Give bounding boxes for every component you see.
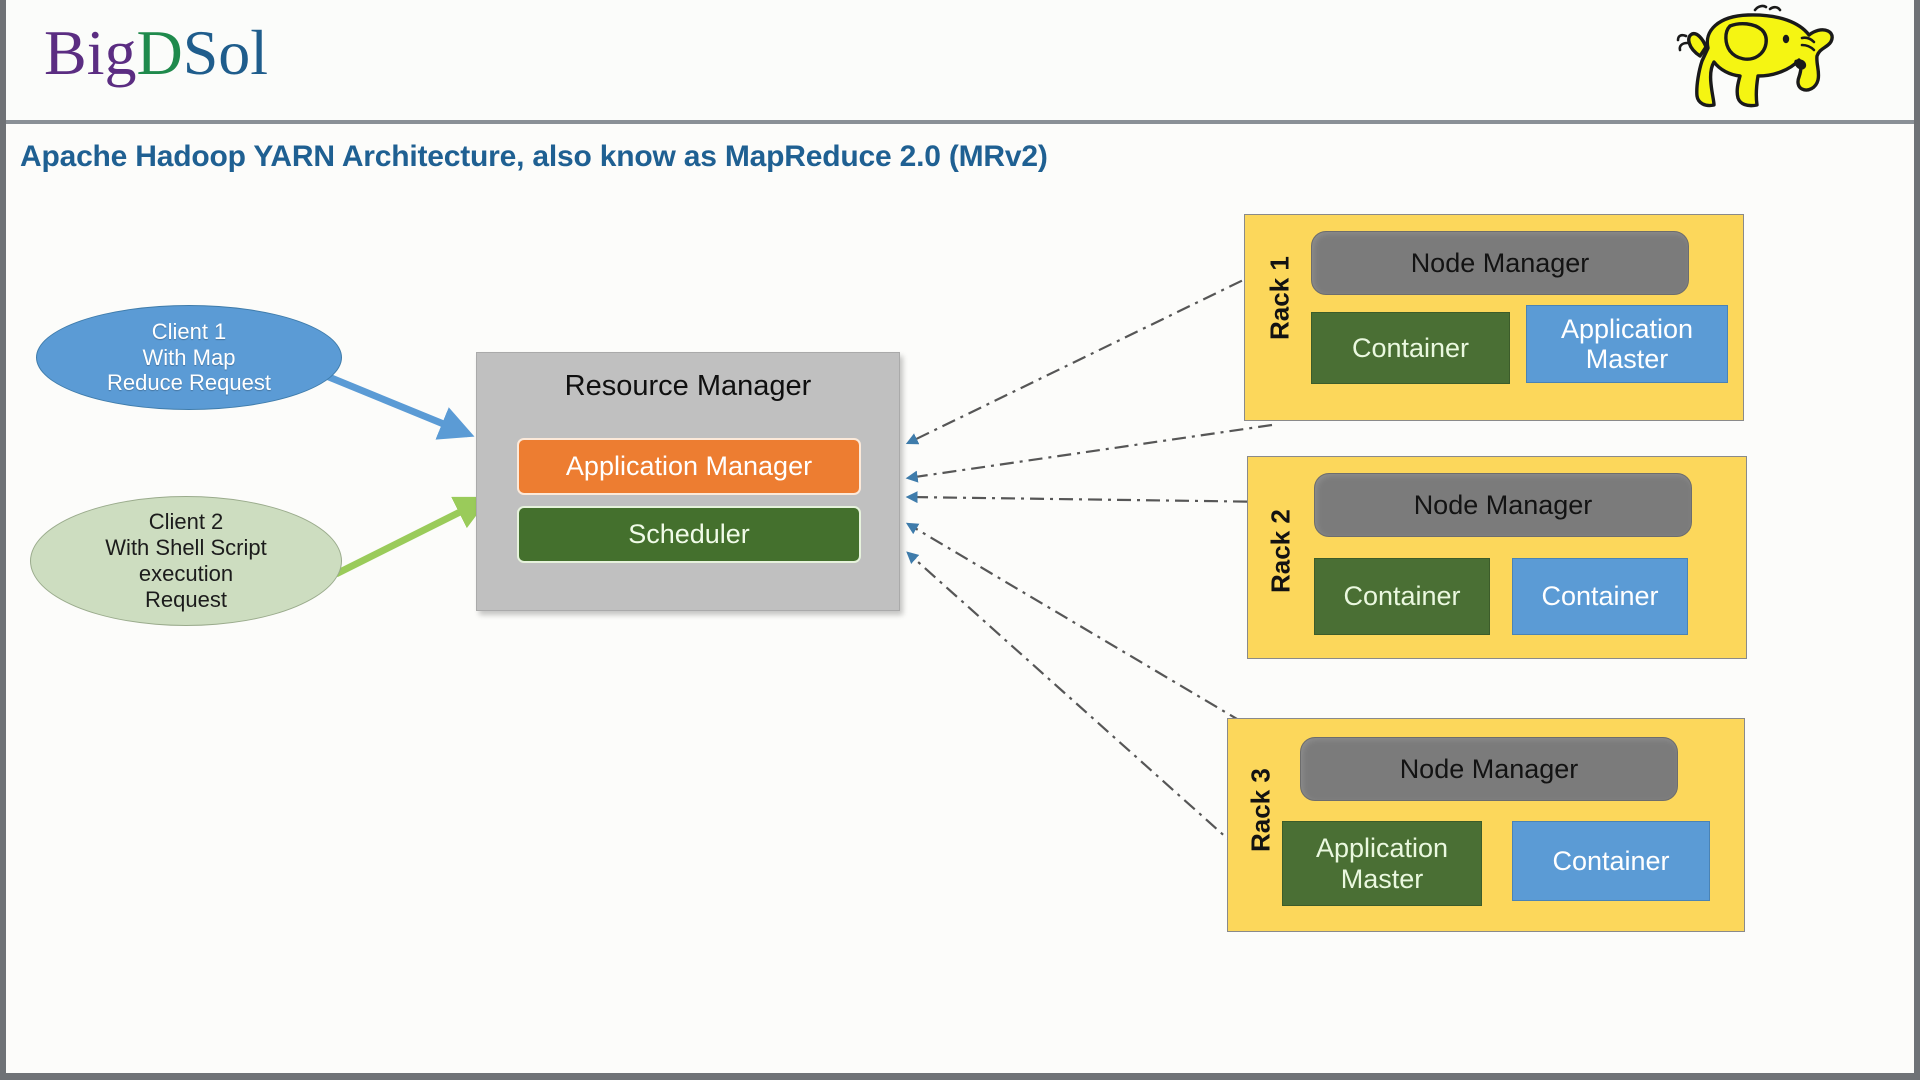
rack-1-application-master[interactable]: Application Master (1526, 305, 1728, 383)
arrow-rack3-to-rm (905, 522, 1243, 723)
arrow-rack1b-to-rm (905, 423, 1273, 483)
rack-2-box[interactable]: Rack 2 Node Manager Container Container (1247, 456, 1747, 659)
logo-part-big: Big (44, 17, 137, 88)
resource-manager-title: Resource Manager (564, 370, 812, 402)
client-2-line-4: Request (145, 586, 227, 612)
client-1-line-2: With Map (142, 344, 236, 370)
arrow-rack3b-to-rm (906, 551, 1239, 849)
client-2-line-1: Client 2 (148, 509, 224, 535)
rack-3-node-manager[interactable]: Node Manager (1300, 737, 1678, 801)
rack-1-box[interactable]: Rack 1 Node Manager Container Applicatio… (1244, 214, 1744, 421)
resource-manager-box[interactable]: Resource Manager Application Manager Sch… (476, 352, 900, 611)
rack-2-container-blue[interactable]: Container (1512, 558, 1688, 635)
page-title: Apache Hadoop YARN Architecture, also kn… (20, 140, 1048, 173)
client-1-line-3: Reduce Request (107, 370, 271, 396)
client-2-line-3: execution (138, 561, 234, 586)
hadoop-elephant-icon (1676, 4, 1834, 108)
arrow-rack1-to-rm (905, 267, 1269, 445)
rack-3-box[interactable]: Rack 3 Node Manager Application Master C… (1227, 718, 1745, 932)
logo-part-d: D (136, 17, 183, 88)
rack-1-node-manager[interactable]: Node Manager (1311, 231, 1689, 295)
arrow-rack2-to-rm (905, 491, 1277, 504)
client-1-line-1: Client 1 (151, 318, 227, 344)
scheduler-box[interactable]: Scheduler (517, 506, 861, 563)
rack-3-application-master[interactable]: Application Master (1282, 821, 1482, 906)
rack-1-container[interactable]: Container (1311, 312, 1510, 384)
client-2-line-2: With Shell Script (105, 535, 267, 561)
arrow-client2-to-rm (334, 496, 491, 578)
rack-3-container[interactable]: Container (1512, 821, 1710, 901)
application-manager-box[interactable]: Application Manager (517, 438, 861, 495)
rack-2-node-manager[interactable]: Node Manager (1314, 473, 1692, 537)
rack-2-label: Rack 2 (1265, 508, 1296, 593)
client-2-node[interactable]: Client 2 With Shell Script execution Req… (30, 496, 342, 626)
logo-part-sol: Sol (182, 17, 269, 88)
client-1-node[interactable]: Client 1 With Map Reduce Request (36, 305, 342, 410)
rack-3-label: Rack 3 (1245, 767, 1276, 852)
arrow-client1-to-rm (322, 371, 475, 440)
brand-logo: BigDSol (44, 16, 268, 90)
rack-2-container-green[interactable]: Container (1314, 558, 1490, 635)
rack-1-label: Rack 1 (1264, 256, 1295, 341)
header-bar: BigDSol (6, 0, 1914, 124)
